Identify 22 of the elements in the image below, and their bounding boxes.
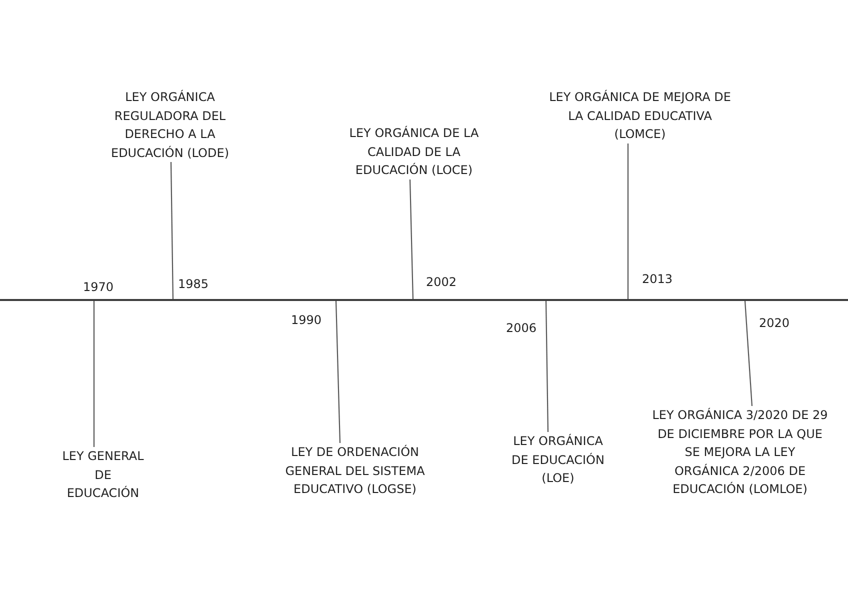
year-label: 2020	[759, 316, 790, 330]
leader-line	[545, 300, 549, 432]
event-label: LEY ORGÁNICA REGULADORA DEL DERECHO A LA EDUCACIÓN (LODE)	[100, 88, 240, 162]
year-label: 2002	[426, 275, 457, 289]
event-label: LEY DE ORDENACIÓN GENERAL DEL SISTEMA EDUCATIVO (LOGSE)	[275, 443, 435, 498]
leader-line	[627, 144, 629, 300]
year-label: 2006	[506, 321, 537, 335]
year-label: 1970	[83, 280, 114, 294]
event-label: LEY ORGÁNICA DE EDUCACIÓN (LOE)	[508, 432, 608, 488]
year-label: 2013	[642, 272, 673, 286]
year-label: 1990	[291, 313, 322, 327]
event-label: LEY ORGÁNICA 3/2020 DE 29 DE DICIEMBRE POR LA QUE SE MEJORA LA LEY ORGÁNICA 2/2006 DE EDUCACIÓN (LOMLOE)	[652, 406, 828, 498]
year-label: 1985	[178, 277, 209, 291]
leader-line	[335, 300, 341, 444]
event-label: LEY GENERAL DE EDUCACIÓN	[59, 447, 147, 502]
leader-line	[409, 179, 414, 300]
leader-line	[93, 300, 95, 447]
leader-line	[744, 300, 753, 406]
timeline-axis	[0, 299, 848, 301]
event-label: LEY ORGÁNICA DE MEJORA DE LA CALIDAD EDUCATIVA (LOMCE)	[544, 88, 736, 144]
event-label: LEY ORGÁNICA DE LA CALIDAD DE LA EDUCACIÓN (LOCE)	[342, 124, 486, 180]
leader-line	[170, 162, 174, 300]
